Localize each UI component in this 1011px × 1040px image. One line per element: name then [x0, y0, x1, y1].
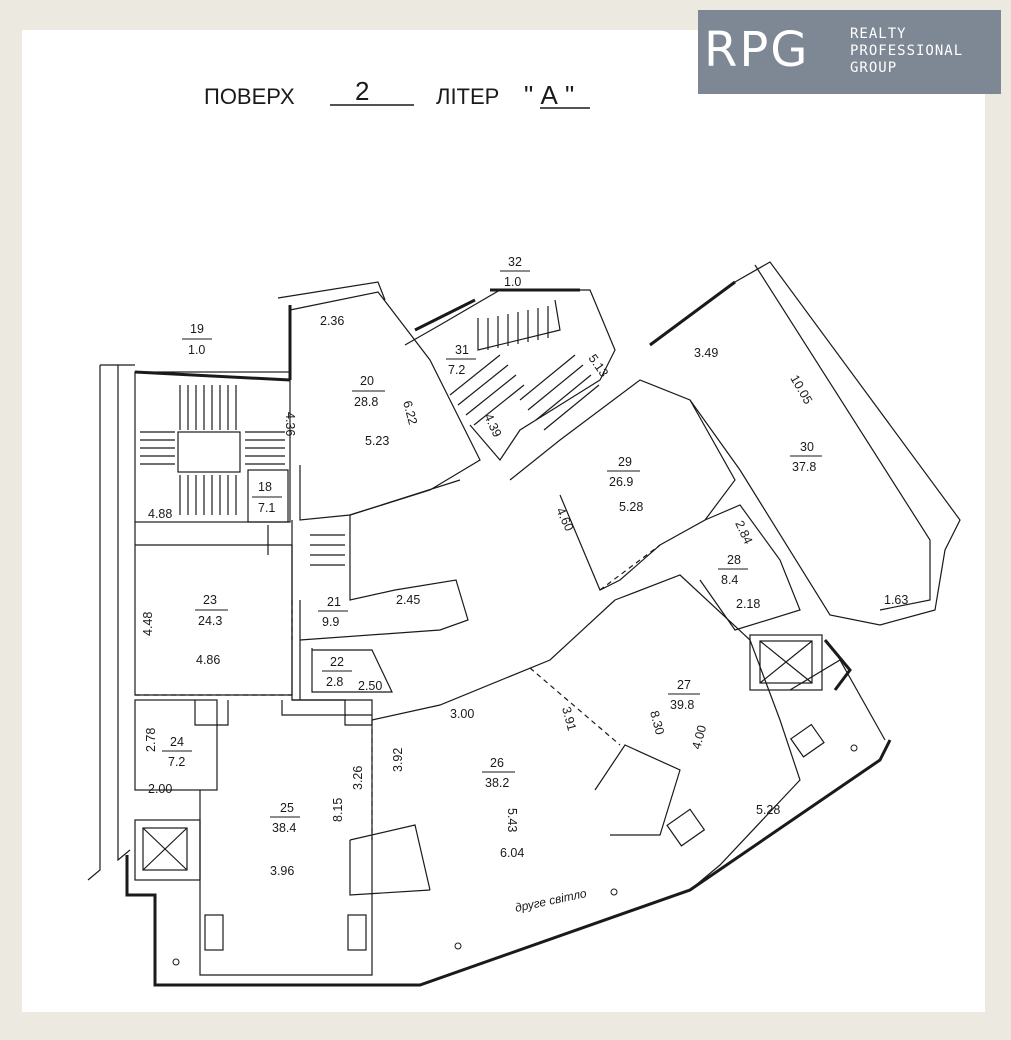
- dim-label: 4.88: [148, 507, 172, 521]
- dim-label: 3.49: [694, 346, 718, 360]
- walls: [87, 261, 961, 987]
- room-30-area: 37.8: [792, 460, 816, 474]
- plan-sheet: [22, 30, 985, 1012]
- dim-label: 4.00: [689, 724, 709, 751]
- floor-value: 2: [355, 76, 369, 106]
- room-21-number: 21: [327, 595, 341, 609]
- room-26-area: 38.2: [485, 776, 509, 790]
- room-24-number: 24: [170, 735, 184, 749]
- dim-label: 3.96: [270, 864, 294, 878]
- dim-label: 6.22: [400, 399, 420, 426]
- second-light-note: друге світло: [514, 886, 588, 915]
- dim-label: 1.63: [884, 593, 908, 607]
- room-25-number: 25: [280, 801, 294, 815]
- rpg-logo: RPG REALTY PROFESSIONAL GROUP: [698, 10, 1001, 94]
- dim-label: 4.39: [481, 411, 504, 439]
- column-marks: [172, 744, 858, 966]
- dim-label: 3.91: [559, 705, 579, 732]
- dim-label: 5.28: [619, 500, 643, 514]
- dim-label: 2.00: [148, 782, 172, 796]
- dim-label: 3.92: [391, 748, 405, 772]
- dim-label: 3.00: [450, 707, 474, 721]
- room-19-number: 19: [190, 322, 204, 336]
- dim-label: 5.23: [365, 434, 389, 448]
- room-20-area: 28.8: [354, 395, 378, 409]
- dimension-labels: 2.36 6.22 4.36 5.23 4.88 4.48 4.86 2.45 …: [141, 314, 908, 878]
- dim-label: 5.28: [756, 803, 780, 817]
- room-29-area: 26.9: [609, 475, 633, 489]
- room-32-area: 1.0: [504, 275, 521, 289]
- room-27-number: 27: [677, 678, 691, 692]
- dim-label: 2.18: [736, 597, 760, 611]
- dim-label: 2.78: [144, 728, 158, 752]
- room-22-number: 22: [330, 655, 344, 669]
- room-19-area: 1.0: [188, 343, 205, 357]
- logo-line-3: GROUP: [850, 60, 898, 76]
- room-21-area: 9.9: [322, 615, 339, 629]
- dim-label: 8.15: [331, 798, 345, 822]
- floor-label: ПОВЕРХ: [204, 84, 295, 109]
- room-25-area: 38.4: [272, 821, 296, 835]
- logo-tagline: REALTY PROFESSIONAL GROUP: [850, 26, 963, 77]
- dim-label: 8.30: [647, 709, 667, 736]
- dim-label: 2.36: [320, 314, 344, 328]
- letter-value: " А ": [524, 80, 574, 110]
- room-28-number: 28: [727, 553, 741, 567]
- dim-label: 4.48: [141, 612, 155, 636]
- room-30-number: 30: [800, 440, 814, 454]
- room-labels: 19 1.0 18 7.1 20 28.8 23 24.3 21 9.9 22 …: [162, 255, 822, 835]
- room-22-area: 2.8: [326, 675, 343, 689]
- logo-mark: RPG: [704, 22, 810, 78]
- room-20-number: 20: [360, 374, 374, 388]
- room-23-area: 24.3: [198, 614, 222, 628]
- dim-label: 10.05: [787, 373, 815, 407]
- dim-label: 3.26: [351, 766, 365, 790]
- room-24-area: 7.2: [168, 755, 185, 769]
- room-27-area: 39.8: [670, 698, 694, 712]
- dim-label: 5.13: [586, 352, 611, 380]
- dim-label: 6.04: [500, 846, 524, 860]
- room-32-number: 32: [508, 255, 522, 269]
- dim-label: 2.84: [732, 518, 755, 546]
- dim-label: 2.50: [358, 679, 382, 693]
- dim-label: 4.86: [196, 653, 220, 667]
- dim-label: 4.60: [553, 505, 576, 533]
- dim-label: 2.45: [396, 593, 420, 607]
- room-31-number: 31: [455, 343, 469, 357]
- logo-line-1: REALTY: [850, 26, 907, 42]
- room-29-number: 29: [618, 455, 632, 469]
- logo-line-2: PROFESSIONAL: [850, 43, 964, 59]
- room-28-area: 8.4: [721, 573, 738, 587]
- room-23-number: 23: [203, 593, 217, 607]
- dim-label: 4.36: [283, 412, 297, 436]
- letter-label: ЛІТЕР: [436, 84, 499, 109]
- room-26-number: 26: [490, 756, 504, 770]
- dim-label: 5.43: [505, 808, 519, 832]
- room-31-area: 7.2: [448, 363, 465, 377]
- room-18-area: 7.1: [258, 501, 275, 515]
- room-18-number: 18: [258, 480, 272, 494]
